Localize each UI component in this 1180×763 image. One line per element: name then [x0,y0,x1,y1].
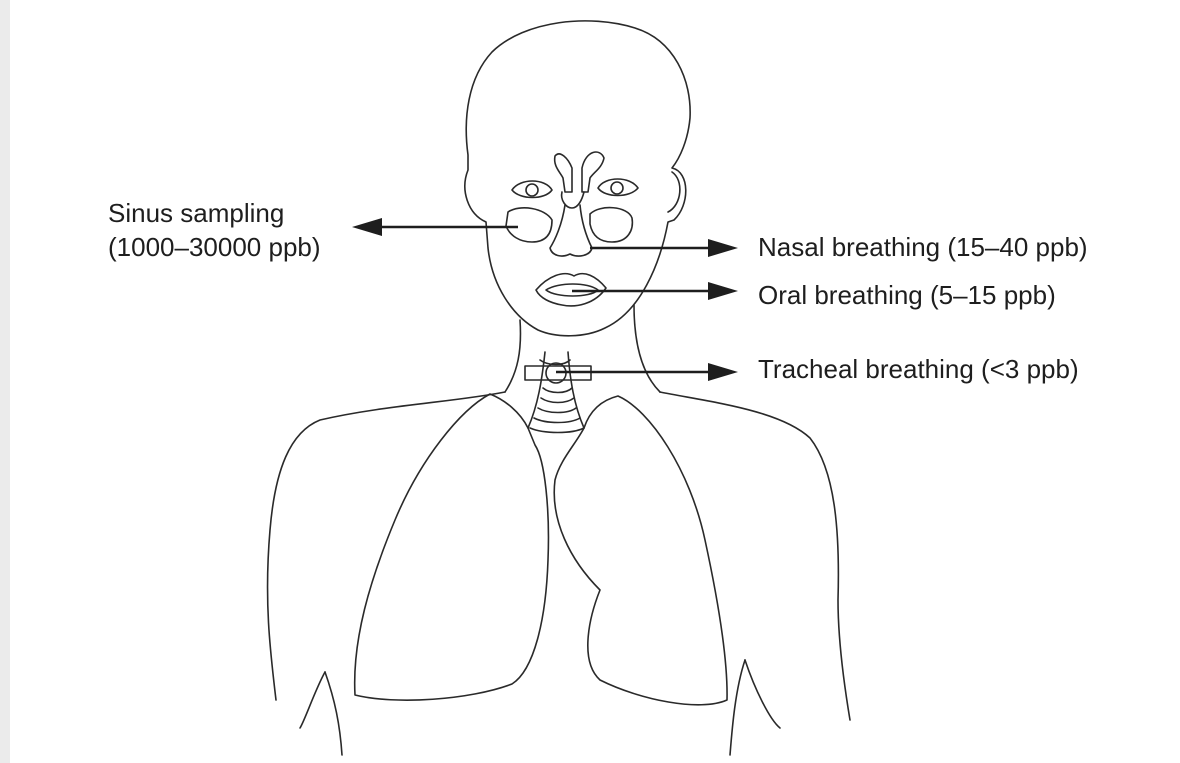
trachea-left [528,352,545,428]
right-lung [554,396,727,705]
neck-left [505,320,520,392]
nose [550,205,592,256]
left-shoulder [268,392,505,700]
left-lung [355,394,549,700]
left-arm-inner [300,672,325,728]
left-arm-inner2 [325,672,342,755]
neck-right [634,305,660,392]
maxillary-sinus-left [506,208,552,242]
right-shoulder [660,392,850,720]
tracheal-ring-5 [530,428,584,433]
sinus-label-line1: Sinus sampling [108,198,321,228]
right-arm-inner2 [745,660,780,728]
tracheal-breathing-label: Tracheal breathing (<3 ppb) [758,354,1079,384]
tracheal-ring-4 [534,418,580,423]
maxillary-sinus-right [590,208,632,242]
sinus-sampling-label: Sinus sampling (1000–30000 ppb) [108,198,321,262]
left-iris [526,184,538,196]
head-outline [465,21,690,336]
right-iris [611,182,623,194]
sinus-label-line2: (1000–30000 ppb) [108,232,321,262]
tracheal-ring-2 [541,398,574,403]
oral-breathing-label: Oral breathing (5–15 ppb) [758,280,1056,310]
nasal-breathing-label: Nasal breathing (15–40 ppb) [758,232,1088,262]
right-ear [668,172,680,212]
frontal-sinus-right [582,152,604,192]
sinus-arrow [352,218,518,236]
tracheal-ring-3 [538,408,576,413]
tracheal-ring-1 [543,388,572,393]
right-arm-inner [730,660,745,755]
frontal-sinus-left [555,154,572,192]
